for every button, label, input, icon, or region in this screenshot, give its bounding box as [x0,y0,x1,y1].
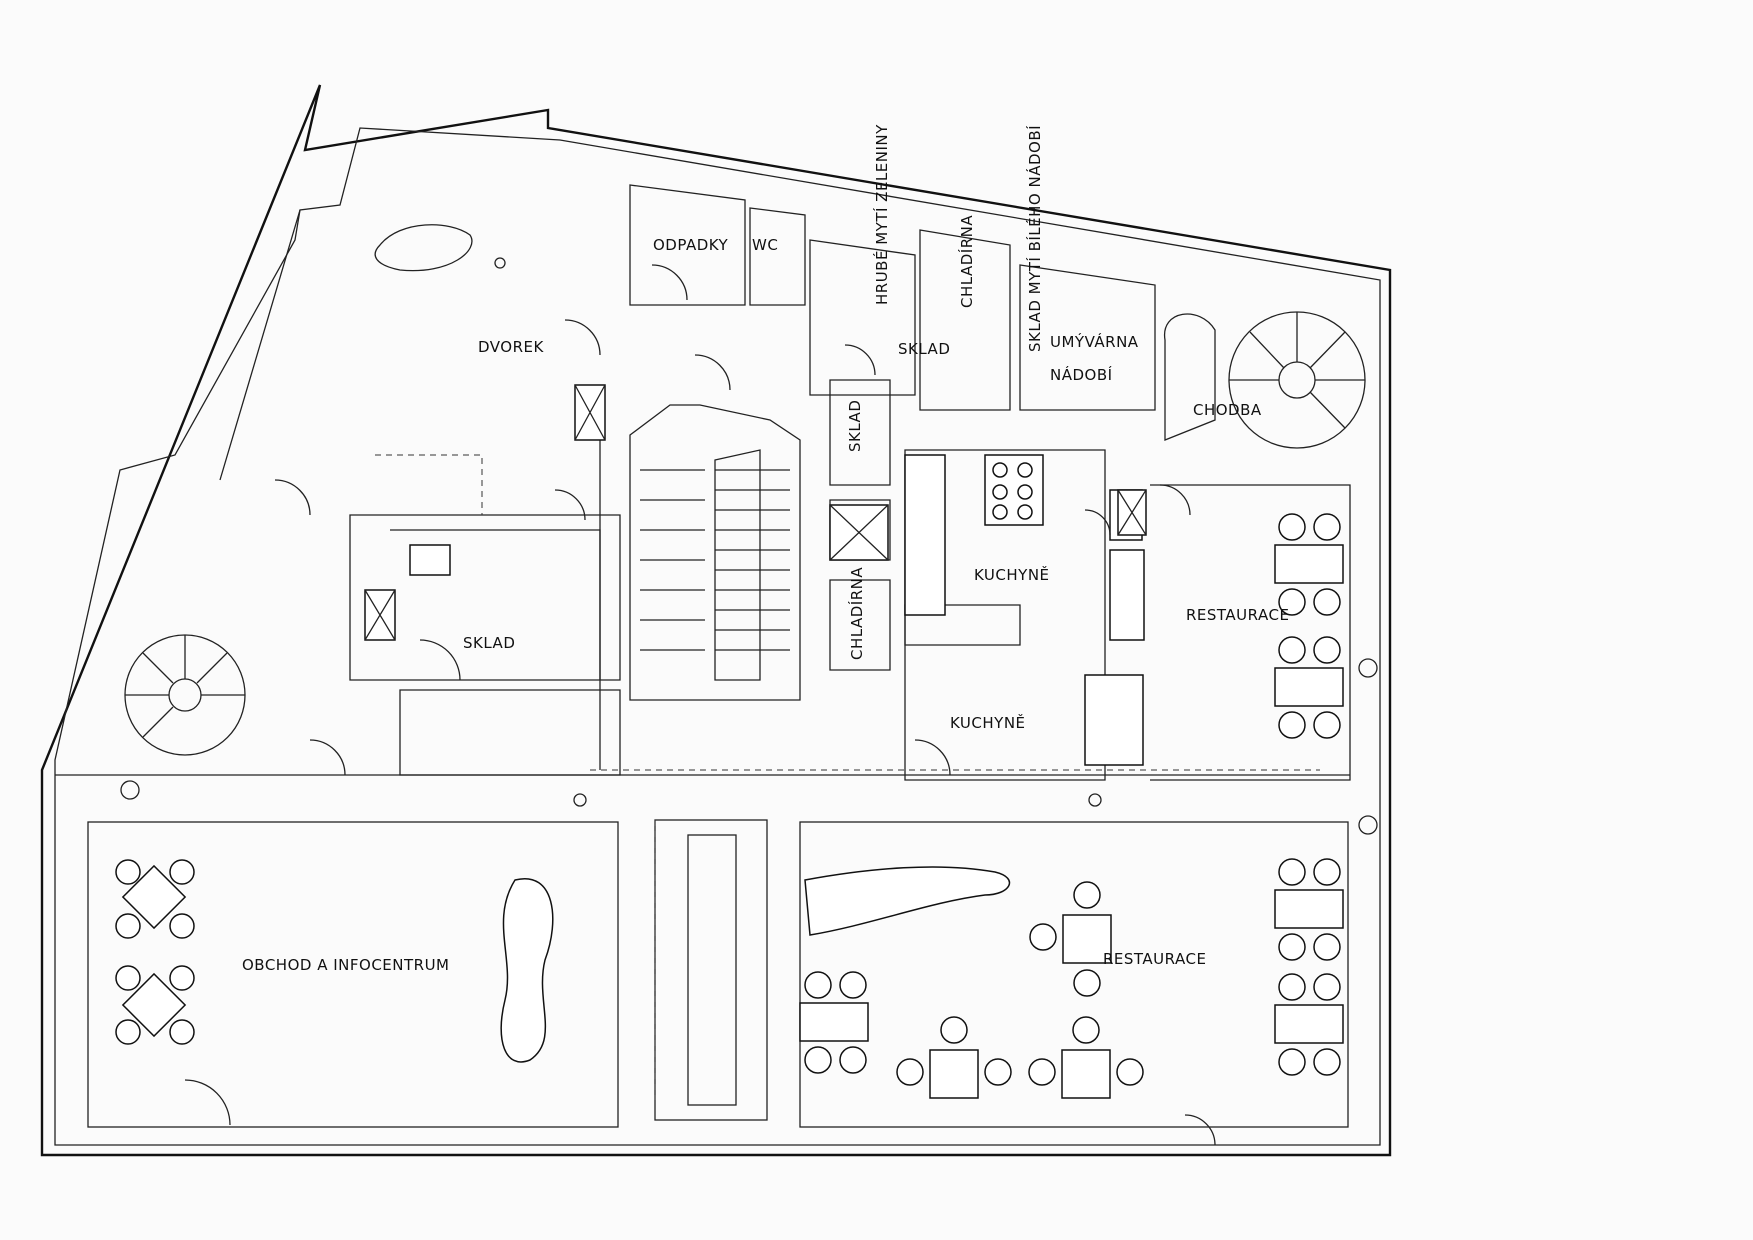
label-sklad-myti: SKLAD MYTÍ BÍLÉHO NÁDOBÍ [1025,125,1044,352]
restaurant-furniture [799,513,1344,1099]
label-wc: WC [752,236,778,254]
doors [184,264,1216,1146]
spiral-stair-right [1228,311,1366,449]
label-hrube-myti: HRUBÉ MYTÍ ZELENINY [872,124,891,305]
label-restaurace-bottom: RESTAURACE [1103,950,1206,968]
label-sklad-left: SKLAD [463,634,515,652]
label-sklad-small: SKLAD [846,400,864,452]
room-labels: ODPADKY WC HRUBÉ MYTÍ ZELENINY CHLADÍRNA… [242,124,1289,974]
label-umyvarna: UMÝVÁRNA [1050,332,1139,351]
shop-furniture [115,859,554,1063]
label-nadobi: NÁDOBÍ [1050,365,1113,384]
interior-walls [55,184,1351,1128]
label-obchod: OBCHOD A INFOCENTRUM [242,956,450,974]
label-chladirna-top: CHLADÍRNA [957,215,976,308]
label-restaurace-right: RESTAURACE [1186,606,1289,624]
spiral-stair-left [124,634,246,756]
label-chladirna-mid: CHLADÍRNA [847,567,866,660]
label-sklad-top: SKLAD [898,340,950,358]
label-kuchyne-top: KUCHYNĚ [974,565,1050,584]
label-odpadky: ODPADKY [653,236,729,254]
main-staircase [640,469,790,651]
label-dvorek: DVOREK [478,338,544,356]
label-chodba: CHODBA [1193,401,1262,419]
outer-walls [40,84,1392,1157]
label-kuchyne-bottom: KUCHYNĚ [950,713,1026,732]
kitchen-equipment [120,224,1378,835]
